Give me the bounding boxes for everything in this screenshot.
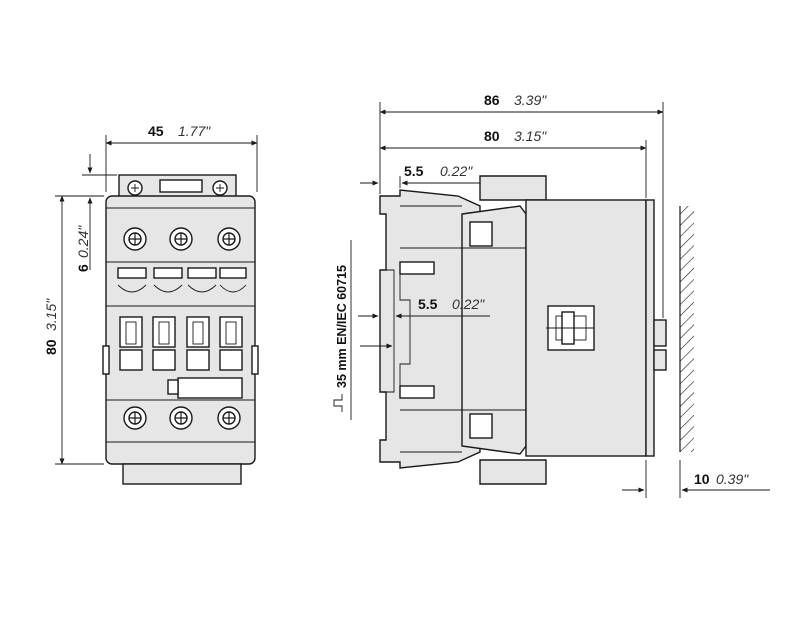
front-offset-in: 0.24" <box>75 225 91 258</box>
front-view: 45 1.77" 80 3.15" 6 0.24" <box>43 123 259 485</box>
side-mid-step-in: 0.22" <box>452 296 485 312</box>
side-body-mm: 80 <box>484 128 500 144</box>
contact-windows <box>102 316 259 375</box>
wall-clearance-in: 0.39" <box>716 471 749 487</box>
side-body-in: 3.15" <box>514 128 547 144</box>
front-height-in: 3.15" <box>43 298 59 331</box>
side-mid-step-mm: 5.5 <box>418 296 438 312</box>
side-top-step-in: 0.22" <box>440 163 473 179</box>
bottom-screw-row <box>123 406 241 430</box>
label-plate <box>177 377 243 399</box>
front-offset-mm: 6 <box>75 264 91 272</box>
wall-clearance-mm: 10 <box>694 471 710 487</box>
din-rail-icon <box>333 394 343 412</box>
front-width-mm: 45 <box>148 123 164 139</box>
rail-label: 35 mm EN/IEC 60715 <box>335 265 349 388</box>
front-height-mm: 80 <box>43 339 59 355</box>
front-width-in: 1.77" <box>178 123 211 139</box>
side-total-in: 3.39" <box>514 92 547 108</box>
side-total-mm: 86 <box>484 92 500 108</box>
side-view: 86 3.39" 80 3.15" 5.5 0.22" 5.5 0.22" 35… <box>333 92 770 498</box>
side-top-step-mm: 5.5 <box>404 163 424 179</box>
top-screw-row <box>123 227 241 251</box>
